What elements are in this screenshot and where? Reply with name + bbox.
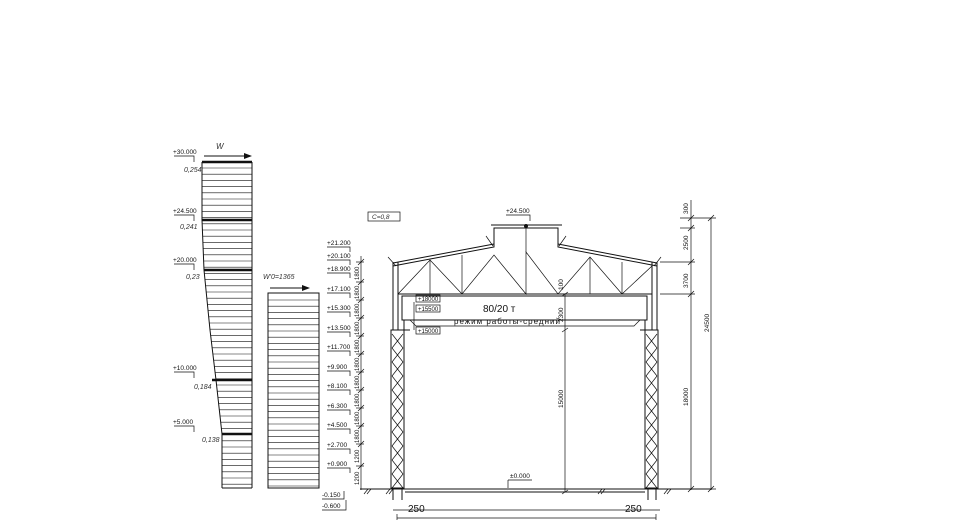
level-mark-text: +15500 xyxy=(418,307,439,313)
dim-text: 1800 xyxy=(355,285,361,299)
roof-truss xyxy=(387,224,662,295)
dim-text: 24500 xyxy=(704,314,711,332)
c-coef-box: C=0,8 xyxy=(367,211,401,222)
bottom-offset-dims: 250 250 xyxy=(393,504,660,520)
ridge-level-mark: +24.500 xyxy=(506,208,531,221)
crane-mode: режим работы-средний xyxy=(454,317,561,326)
dim-text: 1800 xyxy=(355,375,361,389)
dim-text: 1800 xyxy=(355,411,361,425)
offset-dim-right: 250 xyxy=(625,504,642,515)
offset-dim-left: 250 xyxy=(408,504,425,515)
c-coef-label: C=0,8 xyxy=(372,214,390,221)
level-mark-text: +18000 xyxy=(418,297,439,303)
wind-level-mark: +5.000 0,138 xyxy=(173,419,220,444)
level-mark-text: +24.500 xyxy=(506,208,530,215)
level-mark-text: -0.600 xyxy=(322,503,341,510)
wind-level-mark: +20.000 0,23 xyxy=(173,257,200,281)
level-mark-text: +30.000 xyxy=(173,149,197,156)
dim-text: 1800 xyxy=(355,303,361,317)
column-dimension-chain: 1800 1800 1800 1800 1800 1800 1800 1800 1800 1800… xyxy=(355,256,365,490)
level-mark-text: +20.100 xyxy=(327,253,351,260)
internal-dimensions: 100 2300 15000 xyxy=(558,279,569,495)
bottom-level-mark: -0.150 -0.600 xyxy=(322,491,347,511)
level-mark-text: +4.500 xyxy=(327,422,347,429)
dim-text: 1800 xyxy=(355,429,361,443)
dim-text: 1800 xyxy=(355,321,361,335)
dim-text: 1800 xyxy=(355,266,361,280)
crane: 80/20 т режим работы-средний xyxy=(401,295,648,330)
level-mark-text: +5.000 xyxy=(173,419,193,426)
wind-level-mark: +24.500 0,241 xyxy=(173,208,198,231)
right-dimension-chain: 300 2500 3700 18000 24500 xyxy=(660,200,716,493)
wind-arrow-icon xyxy=(244,153,252,159)
dim-text: 1800 xyxy=(355,393,361,407)
wind-coef: 0,254 xyxy=(184,167,202,174)
design-wind-block xyxy=(267,292,320,489)
dim-text: 3700 xyxy=(683,273,690,288)
level-mark-text: ±0.000 xyxy=(510,473,530,480)
level-mark-text: +24.500 xyxy=(173,208,197,215)
level-mark-text: +18.900 xyxy=(327,266,351,273)
level-mark-text: +8.100 xyxy=(327,383,347,390)
wind-level-mark: +10.000 0,184 xyxy=(173,365,212,391)
design-wind-label: W'0=1365 xyxy=(263,274,295,281)
dim-text: 2300 xyxy=(558,307,565,322)
dim-text: 100 xyxy=(558,279,565,290)
frame: 80/20 т режим работы-средний +18000 +155… xyxy=(360,208,712,520)
wind-level-mark: +30.000 0,254 xyxy=(173,149,202,174)
level-mark-text: +9.900 xyxy=(327,364,347,371)
wind-coef: 0,184 xyxy=(194,384,212,391)
crane-marks: +18000 +15500 +15000 xyxy=(413,294,441,335)
right-column-lower xyxy=(644,329,659,489)
level-mark-text: -0.150 xyxy=(322,492,341,499)
wind-label: W xyxy=(216,142,225,151)
dim-text: 2500 xyxy=(683,235,690,250)
level-mark-text: +6.300 xyxy=(327,403,347,410)
left-column-lower xyxy=(390,329,405,489)
wind-load-diagram: W +30.000 0,254 +24.500 0,241 +20.000 0,… xyxy=(173,142,253,489)
design-wind-arrow-icon xyxy=(302,285,310,291)
dim-text: 1200 xyxy=(355,471,361,485)
design-wind-hatch xyxy=(268,299,319,487)
dim-text: 1200 xyxy=(355,449,361,463)
level-mark-text: +21.200 xyxy=(327,240,351,247)
level-mark-text: +2.700 xyxy=(327,442,347,449)
floor-level-mark: ±0.000 xyxy=(507,473,532,488)
crane-bridge xyxy=(401,295,648,321)
level-mark-text: +15000 xyxy=(418,329,439,335)
dim-text: 1800 xyxy=(355,339,361,353)
level-mark-text: +15.300 xyxy=(327,305,351,312)
level-marks: +21.200 +20.100 +18.900 +17.100 +15.300 +13.5… xyxy=(327,240,351,473)
wind-coef: 0,138 xyxy=(202,437,220,444)
level-mark-text: +0.900 xyxy=(327,461,347,468)
design-wind-diagram: W'0=1365 xyxy=(263,274,320,489)
crane-capacity: 80/20 т xyxy=(483,304,516,315)
wind-coef: 0,241 xyxy=(180,224,198,231)
level-mark-text: +17.100 xyxy=(327,286,351,293)
dim-text: 15000 xyxy=(558,390,565,408)
dim-text: 1800 xyxy=(355,357,361,371)
dim-text: 18000 xyxy=(683,388,690,406)
wind-coef: 0,23 xyxy=(186,274,200,281)
level-mark-text: +11.700 xyxy=(327,344,351,351)
level-mark-text: +13.500 xyxy=(327,325,351,332)
level-mark-text: +10.000 xyxy=(173,365,197,372)
level-mark-text: +20.000 xyxy=(173,257,197,264)
dim-text: 300 xyxy=(683,203,690,214)
